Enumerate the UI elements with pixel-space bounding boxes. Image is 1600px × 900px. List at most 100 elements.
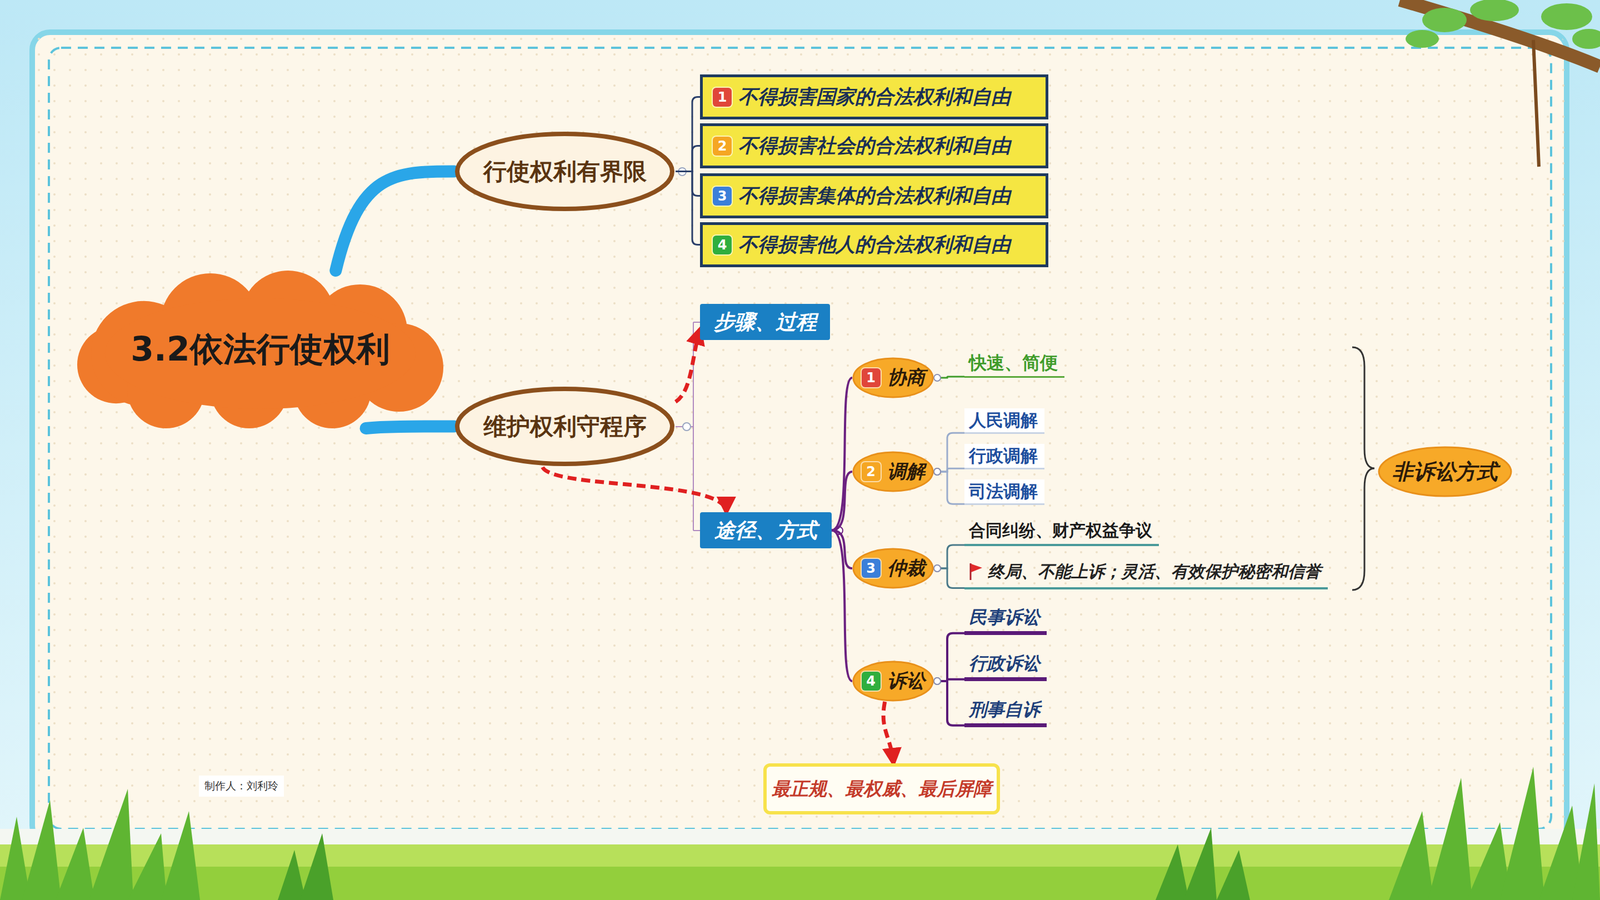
collapse-dot bbox=[933, 565, 941, 572]
detail-topic: 快速、简便 bbox=[964, 350, 1065, 378]
rule-box: 2不得损害社会的合法权利和自由 bbox=[700, 123, 1049, 169]
connector bbox=[831, 377, 853, 531]
node-text: 步骤、过程 bbox=[713, 308, 817, 337]
cloud-fill bbox=[77, 270, 444, 429]
collapse-dot bbox=[933, 468, 941, 475]
node-text: 行政调解 bbox=[968, 444, 1038, 468]
flag-icon bbox=[968, 562, 984, 582]
connector-line bbox=[933, 681, 965, 726]
connector bbox=[933, 633, 965, 685]
node-text: 最正规、最权威、最后屏障 bbox=[771, 776, 992, 802]
summary-ellipse: 非诉讼方式 bbox=[1377, 446, 1513, 498]
connector-line bbox=[883, 701, 894, 764]
collapse-dot bbox=[933, 374, 941, 382]
callout-number: 4 bbox=[712, 235, 732, 255]
callout-number: 3 bbox=[861, 558, 881, 578]
node-text: 人民调解 bbox=[968, 408, 1038, 433]
connector bbox=[933, 468, 965, 475]
callout-number: 2 bbox=[861, 462, 881, 482]
node-text: 不得损害集体的合法权利和自由 bbox=[738, 182, 1011, 209]
node-text: 司法调解 bbox=[968, 480, 1038, 504]
ellipse-outline bbox=[853, 661, 933, 701]
node-text: 调解 bbox=[887, 458, 925, 485]
rule-box: 4 不得损害他人的合法权利和自由 bbox=[700, 222, 1049, 268]
method-ellipse: 2 调解 bbox=[852, 451, 934, 493]
callout-number: 1 bbox=[861, 368, 881, 388]
connector-line bbox=[933, 633, 965, 682]
connector bbox=[933, 545, 965, 572]
connector bbox=[933, 374, 965, 382]
connector bbox=[933, 677, 965, 726]
node-text: 快速、简便 bbox=[968, 351, 1058, 376]
connector-line bbox=[933, 471, 965, 504]
connector bbox=[675, 146, 700, 172]
ellipse-outline bbox=[853, 452, 933, 492]
node-text: 行政诉讼 bbox=[968, 651, 1040, 677]
connector-line bbox=[675, 171, 700, 197]
connector-line bbox=[366, 426, 454, 429]
ellipse-outline bbox=[457, 133, 673, 209]
connector-line bbox=[542, 467, 727, 513]
connector-line bbox=[831, 530, 853, 682]
collapse-dot bbox=[933, 677, 941, 685]
cloud-core bbox=[105, 298, 416, 409]
note-box: 最正规、最权威、最后屏障 bbox=[763, 763, 1000, 815]
connector-line bbox=[831, 471, 853, 531]
node-text: 终局、不能上诉；灵活、有效保护秘密和信誉 bbox=[987, 560, 1322, 584]
ellipse-outline bbox=[1378, 447, 1512, 497]
node-text: 不得损害他人的合法权利和自由 bbox=[738, 231, 1011, 258]
detail-topic: 合同纠纷、财产权益争议 bbox=[964, 517, 1159, 547]
connector bbox=[933, 468, 965, 504]
detail-topic: 刑事自诉 bbox=[964, 696, 1047, 728]
connector-line bbox=[933, 432, 965, 472]
node-text: 3.2依法行使权利 bbox=[130, 327, 390, 373]
node-text: 途径、方式 bbox=[714, 516, 818, 545]
detail-topic: 行政调解 bbox=[964, 443, 1045, 470]
connector bbox=[675, 171, 700, 197]
flag-cloth bbox=[971, 563, 983, 573]
connector-line bbox=[335, 171, 454, 272]
node-text: 不得损害国家的合法权利和自由 bbox=[738, 83, 1011, 110]
connector-line bbox=[831, 377, 853, 531]
collapse-dot bbox=[933, 677, 941, 685]
node-text: 仲裁 bbox=[887, 555, 925, 582]
detail-topic: 民事诉讼 bbox=[964, 603, 1047, 635]
connector bbox=[831, 530, 853, 682]
connector bbox=[933, 677, 965, 685]
detail-topic: 司法调解 bbox=[964, 479, 1045, 505]
detail-topic: 人民调解 bbox=[964, 408, 1045, 434]
connector bbox=[933, 565, 965, 589]
callout-number: 2 bbox=[712, 136, 732, 156]
collapse-dot bbox=[933, 468, 941, 475]
detail-topic: 行政诉讼 bbox=[964, 650, 1047, 682]
leader-line bbox=[675, 322, 700, 531]
detail-topic: 终局、不能上诉；灵活、有效保护秘密和信誉 bbox=[964, 556, 1328, 590]
author-note: 制作人：刘利玲 bbox=[198, 775, 284, 797]
node-text: 非诉讼方式 bbox=[1392, 457, 1498, 487]
method-ellipse: 3 仲裁 bbox=[852, 547, 934, 589]
node-text: 维护权利守程序 bbox=[483, 411, 647, 443]
connector bbox=[366, 426, 454, 429]
collapse-dot bbox=[933, 468, 941, 475]
node-text: 合同纠纷、财产权益争议 bbox=[968, 519, 1153, 543]
callout-number: 1 bbox=[712, 87, 732, 107]
curly-brace bbox=[1352, 347, 1375, 590]
node-text: 诉讼 bbox=[887, 668, 925, 694]
node-text: 行使权利有界限 bbox=[483, 156, 647, 188]
subtopic-box: 途径、方式 bbox=[700, 512, 832, 549]
collapse-dot bbox=[933, 565, 941, 572]
connector bbox=[675, 329, 700, 403]
callout-number: 3 bbox=[712, 186, 732, 206]
node-text: 民事诉讼 bbox=[968, 605, 1040, 630]
connector-line bbox=[675, 329, 700, 403]
method-ellipse: 4诉讼 bbox=[852, 660, 934, 702]
central-topic: 3.2依法行使权利 bbox=[71, 270, 449, 429]
connector bbox=[933, 432, 965, 475]
ellipse-outline bbox=[853, 548, 933, 588]
connector bbox=[675, 97, 700, 172]
connector bbox=[675, 171, 700, 245]
rule-box: 1 不得损害国家的合法权利和自由 bbox=[700, 74, 1049, 120]
collapse-dot bbox=[933, 677, 941, 685]
ellipse-outline bbox=[457, 388, 673, 464]
